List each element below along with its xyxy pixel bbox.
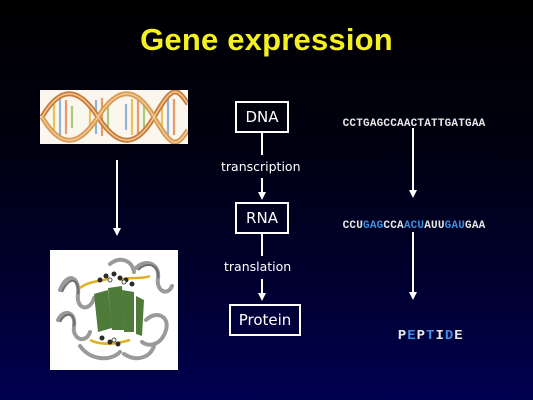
slide-title: Gene expression (140, 22, 393, 57)
dna-sequence-segment: CCTGAGCCAACTATTGATGAA (342, 118, 486, 130)
translation-label: translation (224, 259, 292, 274)
dna-sequence: CCTGAGCCAACTATTGATGAA (329, 106, 486, 130)
rna-codon: GAG (363, 220, 384, 232)
protein-structure-image (50, 250, 178, 370)
amino-acid: D (444, 328, 455, 344)
protein-label: Protein (238, 311, 292, 329)
rna-codon: CCA (383, 220, 404, 232)
dna-helix-image (40, 90, 188, 144)
amino-acid: P (416, 328, 427, 344)
rna-box: RNA (235, 202, 289, 234)
amino-acid: E (407, 328, 417, 344)
rna-codon: GAA (465, 220, 486, 232)
amino-acid: E (454, 328, 464, 344)
rna-codon: ACU (403, 220, 425, 232)
peptide-sequence: PEPTIDE (379, 312, 464, 344)
amino-acid: P (397, 328, 408, 344)
amino-acid: T (426, 328, 436, 344)
dna-box: DNA (235, 101, 289, 133)
rna-label: RNA (246, 209, 278, 227)
protein-box: Protein (229, 304, 301, 336)
dna-label: DNA (245, 108, 279, 126)
rna-codon: CCU (342, 220, 364, 232)
amino-acid: I (435, 328, 445, 344)
transcription-label: transcription (221, 159, 301, 174)
rna-codon: AUU (424, 220, 445, 232)
rna-codon: GAU (444, 220, 466, 232)
rna-sequence: CCUGAGCCAACUAUUGAUGAA (329, 208, 486, 232)
